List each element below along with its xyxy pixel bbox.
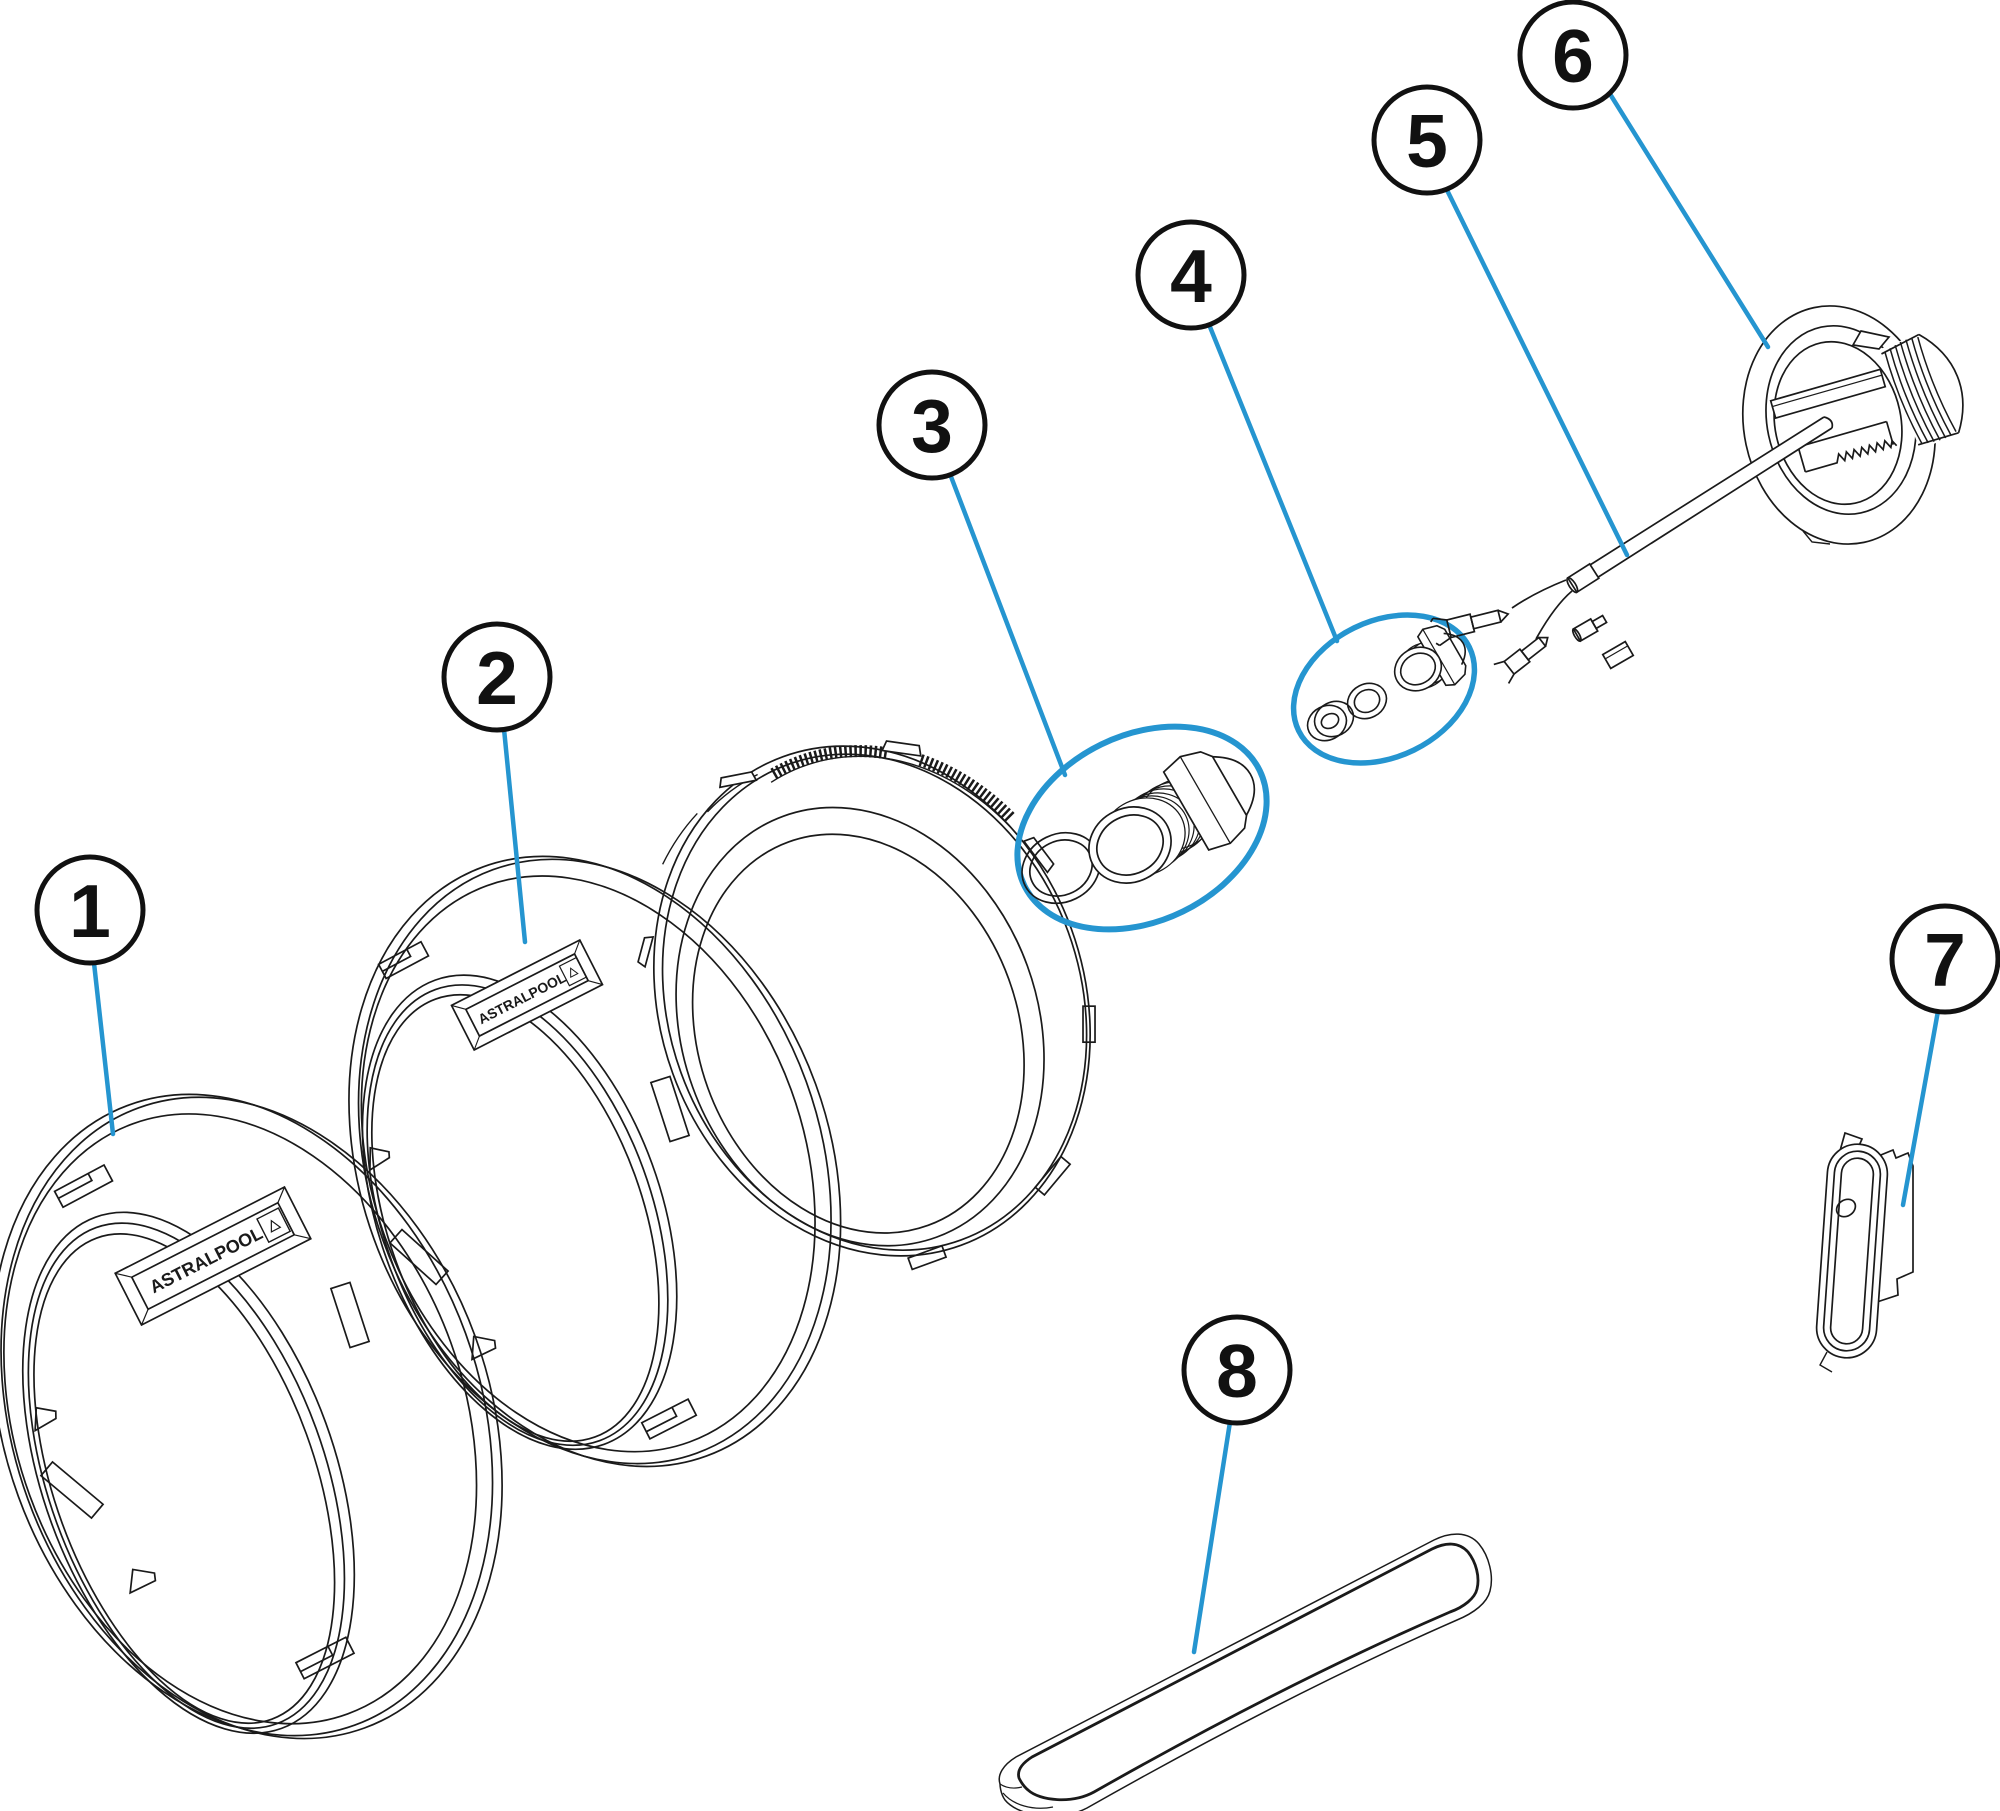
svg-text:4: 4 (1170, 234, 1212, 318)
svg-text:2: 2 (476, 636, 518, 720)
svg-text:5: 5 (1406, 99, 1448, 183)
svg-text:6: 6 (1552, 14, 1594, 98)
svg-text:3: 3 (911, 384, 953, 468)
svg-text:8: 8 (1216, 1329, 1258, 1413)
svg-text:7: 7 (1924, 918, 1966, 1002)
svg-text:1: 1 (69, 869, 111, 953)
